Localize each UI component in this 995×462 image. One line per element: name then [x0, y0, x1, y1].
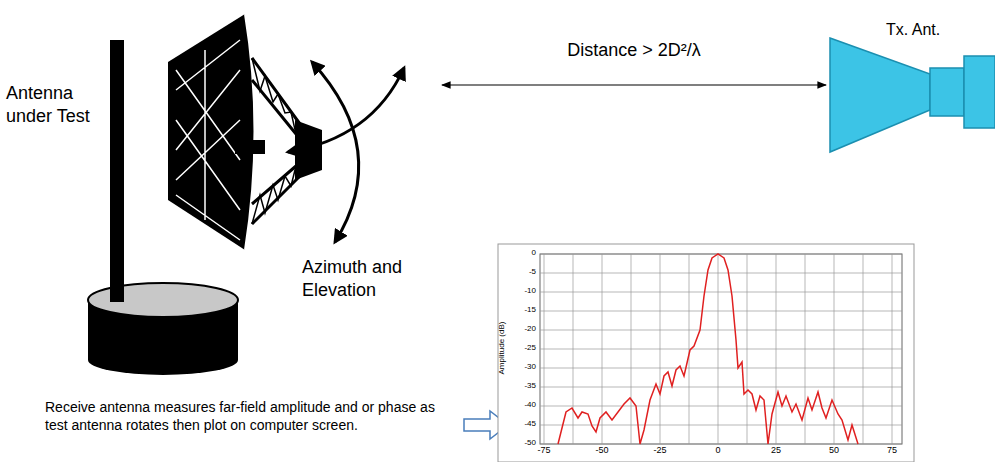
- grid-line: [540, 311, 902, 312]
- motion-label: Azimuth and Elevation: [302, 256, 424, 303]
- x-tick-label: 50: [822, 446, 846, 455]
- pattern-curve: [558, 254, 858, 444]
- tx-flange: [964, 56, 995, 128]
- y-tick-label: -45: [510, 420, 536, 428]
- distance-arrow: [442, 84, 826, 85]
- grid-line: [540, 254, 902, 255]
- dish-hub: [235, 140, 265, 154]
- grid-line: [540, 387, 902, 388]
- tx-waveguide: [930, 68, 964, 116]
- y-tick-label: -15: [510, 306, 536, 314]
- y-tick-label: -40: [510, 401, 536, 409]
- grid-line: [540, 444, 902, 445]
- turntable-bottom: [88, 345, 238, 375]
- edge-label: Distance > 2D²/λ: [564, 39, 704, 62]
- grid-line: [540, 330, 902, 331]
- dish-reflector: [168, 14, 255, 250]
- axis-title: Amplitude (dB): [498, 308, 506, 388]
- antenna-under-test: Antenna under Test: [0, 20, 440, 360]
- y-tick-label: -30: [510, 363, 536, 371]
- caption-note: Receive antenna measures far-field ampli…: [45, 398, 457, 434]
- x-tick-label: 0: [706, 446, 730, 455]
- grid-line: [540, 406, 902, 407]
- tx-antenna: Tx. Ant.: [828, 18, 995, 158]
- grid-line: [540, 273, 902, 274]
- tx-horn: [830, 38, 930, 152]
- x-tick-label: -25: [648, 446, 672, 455]
- node-label: Tx. Ant.: [886, 20, 986, 40]
- x-tick-label: -75: [532, 446, 556, 455]
- grid-line: [540, 368, 902, 369]
- y-tick-label: -20: [510, 325, 536, 333]
- grid-line: [540, 425, 902, 426]
- y-tick-label: -50: [510, 439, 536, 447]
- node-label: Antenna under Test: [6, 82, 106, 127]
- strut-truss: [252, 58, 296, 224]
- chart-frame: [498, 244, 914, 462]
- feed-struts: [252, 58, 300, 224]
- y-tick-label: -5: [510, 268, 536, 276]
- y-tick-label: 0: [510, 249, 536, 257]
- chart-grid: [540, 254, 902, 444]
- azimuth-arrow: [288, 68, 404, 152]
- elevation-arrow: [312, 62, 359, 242]
- mast: [110, 40, 124, 302]
- y-tick-label: -35: [510, 382, 536, 390]
- dish-lattice: [176, 40, 240, 240]
- y-tick-label: -10: [510, 287, 536, 295]
- x-tick-label: -50: [590, 446, 614, 455]
- grid-line: [540, 292, 902, 293]
- y-tick-label: -25: [510, 344, 536, 352]
- x-tick-label: 75: [880, 446, 904, 455]
- dish-rim: [245, 14, 255, 250]
- x-tick-label: 25: [764, 446, 788, 455]
- plot-area: [540, 254, 902, 444]
- grid-line: [540, 349, 902, 350]
